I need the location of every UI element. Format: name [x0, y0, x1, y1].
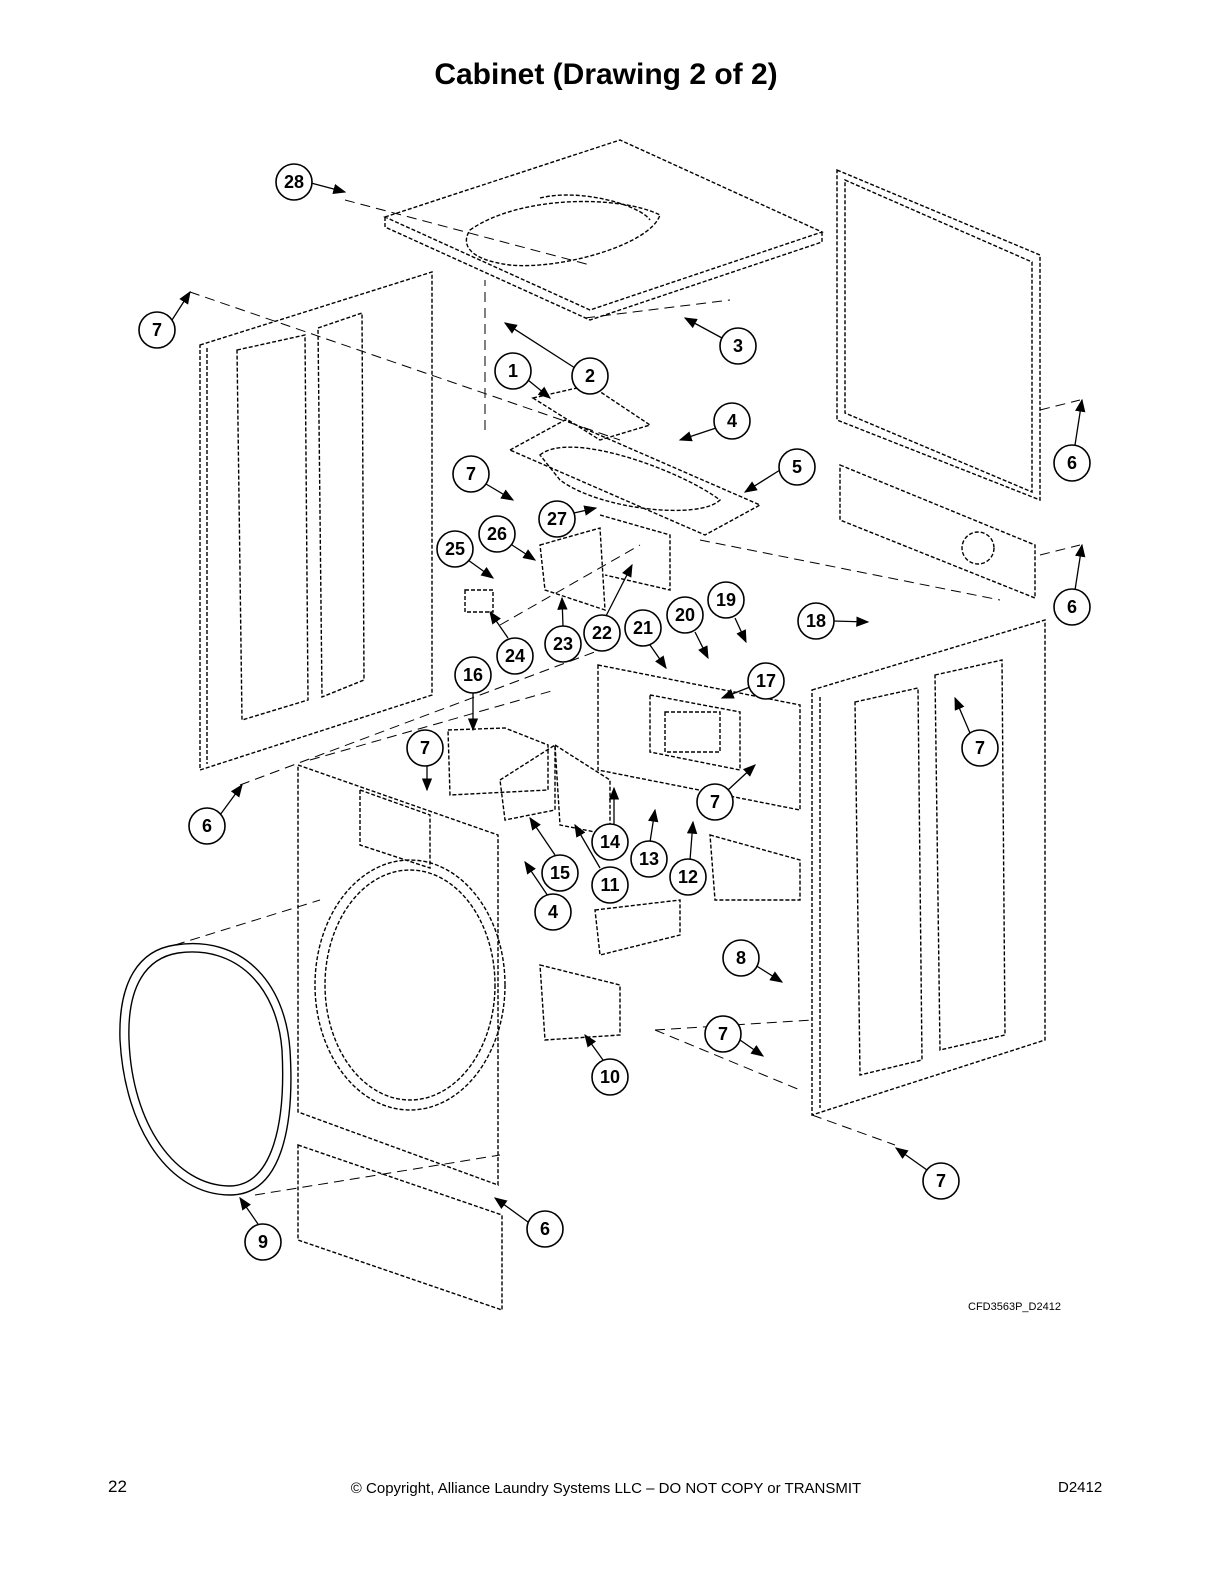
callout-23: 23 [544, 596, 582, 663]
svg-text:12: 12 [678, 867, 698, 887]
callout-11: 11 [574, 823, 629, 904]
copyright-notice: © Copyright, Alliance Laundry Systems LL… [350, 1480, 862, 1497]
callout-19: 19 [707, 581, 747, 644]
callout-4: 4 [524, 860, 572, 931]
svg-text:15: 15 [550, 863, 570, 883]
callout-18: 18 [797, 602, 870, 640]
assembly-leaders [174, 199, 1081, 1196]
svg-text:19: 19 [716, 590, 736, 610]
drawing-code: CFD3563P_D2412 [968, 1301, 1061, 1313]
callout-24: 24 [489, 610, 534, 675]
svg-text:26: 26 [487, 524, 507, 544]
svg-text:27: 27 [547, 509, 567, 529]
callout-17: 17 [720, 662, 785, 700]
door-gasket [119, 943, 292, 1196]
svg-text:20: 20 [675, 605, 695, 625]
svg-text:7: 7 [420, 738, 430, 758]
front-panel [297, 764, 506, 1311]
callout-7: 7 [452, 455, 515, 501]
svg-text:11: 11 [600, 875, 619, 895]
svg-text:25: 25 [445, 539, 465, 559]
svg-text:6: 6 [202, 816, 212, 836]
svg-text:7: 7 [718, 1024, 728, 1044]
top-panel [383, 139, 824, 321]
svg-text:6: 6 [1067, 597, 1077, 617]
svg-text:7: 7 [975, 738, 985, 758]
callouts: 28 7 2 3 1 4 5 6 7 27 26 25 24 23 22 21 … [138, 163, 1091, 1261]
callout-7: 7 [894, 1147, 960, 1200]
callout-7: 7 [704, 1015, 765, 1057]
callout-28: 28 [275, 163, 347, 201]
svg-text:2: 2 [585, 366, 595, 386]
svg-text:6: 6 [1067, 453, 1077, 473]
callout-26: 26 [478, 515, 537, 561]
left-side-panel [199, 271, 433, 771]
callout-22: 22 [583, 563, 633, 652]
svg-text:7: 7 [152, 320, 162, 340]
svg-text:4: 4 [548, 902, 558, 922]
svg-text:17: 17 [756, 671, 776, 691]
callout-21: 21 [624, 609, 667, 670]
svg-text:7: 7 [710, 792, 720, 812]
callout-27: 27 [538, 500, 598, 538]
callout-14: 14 [591, 786, 629, 861]
callout-6: 6 [188, 783, 243, 845]
svg-text:23: 23 [553, 634, 573, 654]
callout-3: 3 [683, 317, 757, 365]
callout-13: 13 [630, 808, 668, 878]
svg-text:3: 3 [733, 336, 743, 356]
svg-text:16: 16 [463, 665, 483, 685]
document-code: D2412 [1058, 1479, 1103, 1496]
callout-2: 2 [503, 322, 609, 395]
svg-text:4: 4 [727, 411, 737, 431]
callout-25: 25 [436, 530, 495, 579]
callout-20: 20 [666, 596, 709, 660]
callout-8: 8 [722, 939, 784, 983]
callout-10: 10 [584, 1033, 629, 1096]
control-housing [508, 384, 762, 536]
svg-text:9: 9 [258, 1232, 268, 1252]
callout-4: 4 [678, 402, 751, 442]
callout-1: 1 [494, 352, 552, 399]
svg-text:5: 5 [792, 457, 802, 477]
svg-text:7: 7 [466, 464, 476, 484]
svg-text:21: 21 [633, 618, 653, 638]
control-board [464, 514, 671, 613]
callout-7: 7 [406, 729, 444, 792]
svg-text:7: 7 [936, 1171, 946, 1191]
callout-6: 6 [1053, 543, 1091, 626]
svg-text:14: 14 [600, 832, 620, 852]
callout-9: 9 [239, 1196, 282, 1261]
rear-right-panel [836, 168, 1041, 600]
callout-6: 6 [1053, 398, 1091, 482]
svg-text:18: 18 [806, 611, 826, 631]
callout-7: 7 [696, 764, 756, 821]
callout-12: 12 [669, 820, 707, 896]
right-side-panel [811, 619, 1046, 1116]
callout-15: 15 [529, 816, 579, 892]
svg-text:22: 22 [592, 623, 612, 643]
svg-text:13: 13 [639, 849, 659, 869]
page-number: 22 [108, 1477, 127, 1496]
front-control-panel [597, 664, 801, 811]
callout-16: 16 [454, 656, 492, 732]
callout-7: 7 [954, 696, 999, 767]
callout-5: 5 [743, 448, 816, 493]
callout-6: 6 [493, 1197, 564, 1248]
svg-text:8: 8 [736, 948, 746, 968]
callout-7: 7 [138, 290, 191, 349]
svg-text:24: 24 [505, 646, 525, 666]
svg-text:1: 1 [508, 361, 518, 381]
svg-text:6: 6 [540, 1219, 550, 1239]
page-title: Cabinet (Drawing 2 of 2) [434, 58, 778, 91]
svg-text:28: 28 [284, 172, 304, 192]
svg-text:10: 10 [600, 1067, 620, 1087]
